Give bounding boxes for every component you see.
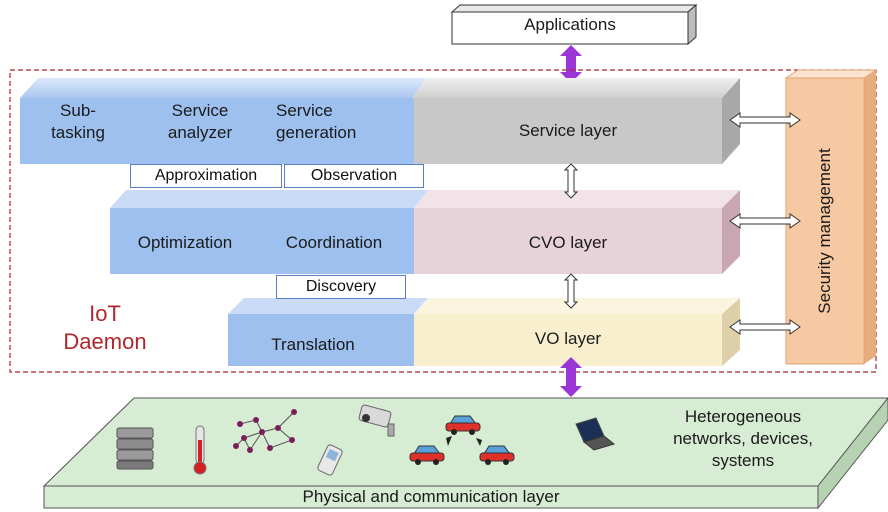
optimization-label: Optimization [137,233,233,252]
cvo-layer-block [110,190,740,274]
service-layer-block [20,78,740,164]
physical-layer-label: Physical and communication layer [302,487,560,506]
discovery-box: Discovery [276,275,406,299]
thermometer-icon [193,425,207,475]
arrow-cvo-vo [563,273,579,309]
signal-icon [446,436,482,446]
phone-icon [317,444,343,476]
service-layer-label: Service layer [518,121,618,140]
coordination-label: Coordination [285,233,383,252]
vo-layer-block [228,298,740,366]
sensor-network-icon [233,409,297,453]
applications-box [450,3,698,46]
camera-icon [358,404,395,437]
server-icon [116,427,154,470]
vo-layer-label: VO layer [534,329,602,348]
approximation-box: Approximation [130,164,282,188]
cvo-layer-label: CVO layer [528,233,608,252]
car-icon [479,445,515,465]
arrow-cvo-security [729,213,801,229]
subtasking-label: Sub-tasking [51,101,105,142]
car-icon [445,415,481,435]
security-management-label: Security management [815,148,834,314]
purple-arrow-top [560,45,582,83]
observation-box: Observation [284,164,424,188]
arrow-vo-security [729,319,801,335]
translation-label: Translation [271,335,355,354]
laptop-icon [575,417,616,451]
car-icon [409,445,445,465]
arrow-service-cvo [563,163,579,199]
applications-label: Applications [524,15,616,34]
arrow-service-security [729,112,801,128]
purple-arrow-bottom [560,357,582,397]
